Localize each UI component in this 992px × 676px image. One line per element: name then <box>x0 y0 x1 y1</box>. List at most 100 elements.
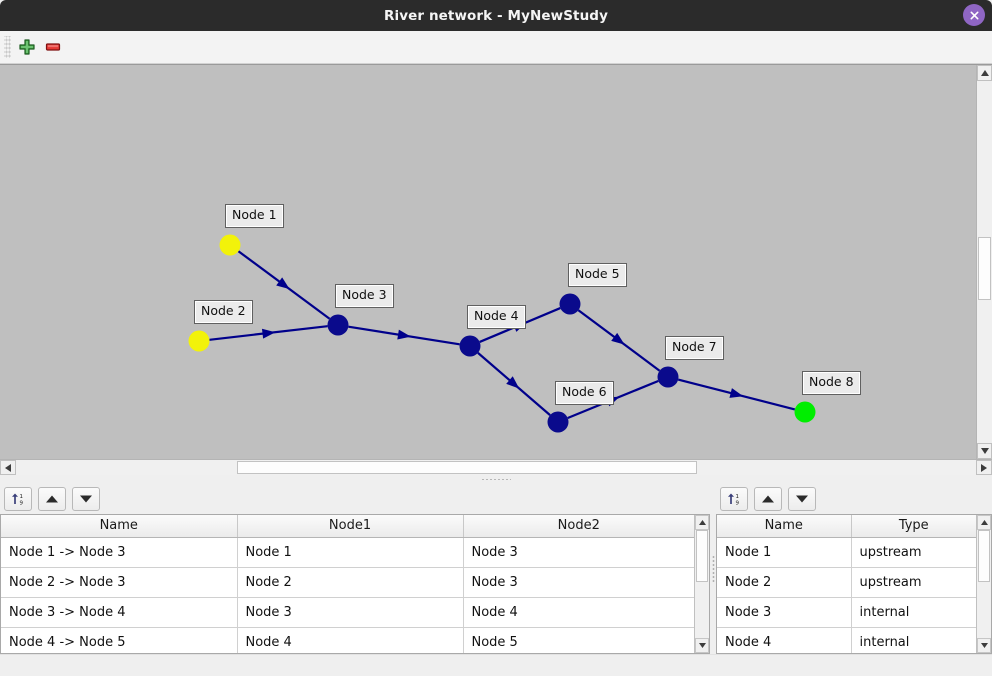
scroll-down-icon[interactable] <box>977 638 991 653</box>
reaches-move-down-button[interactable] <box>72 487 100 511</box>
table-cell[interactable]: Node 1 -> Node 3 <box>1 537 238 568</box>
graph-node-node-6[interactable] <box>547 411 569 433</box>
svg-text:9: 9 <box>736 501 740 507</box>
graph-node-label-node-8[interactable]: Node 8 <box>802 371 861 395</box>
graph-node-node-1[interactable] <box>219 234 241 256</box>
reaches-scroll-track[interactable] <box>695 530 709 638</box>
graph-node-node-2[interactable] <box>188 330 210 352</box>
reaches-sort-button[interactable]: 1 9 <box>4 487 32 511</box>
scroll-down-icon[interactable] <box>977 443 992 459</box>
graph-node-label-node-3[interactable]: Node 3 <box>335 284 394 308</box>
table-cell[interactable]: Node 4 -> Node 5 <box>1 627 238 653</box>
graph-node-node-4[interactable] <box>459 335 481 357</box>
horizontal-splitter[interactable] <box>0 475 992 484</box>
column-header-name[interactable]: Name <box>1 515 238 538</box>
table-cell[interactable]: Node 3 <box>463 537 694 568</box>
graph-node-label-node-4[interactable]: Node 4 <box>467 305 526 329</box>
table-cell[interactable]: Node 4 <box>717 627 852 653</box>
graph-node-label-node-2[interactable]: Node 2 <box>194 300 253 324</box>
reaches-move-up-button[interactable] <box>38 487 66 511</box>
nodes-sort-button[interactable]: 1 9 <box>720 487 748 511</box>
graph-node-label-node-1[interactable]: Node 1 <box>225 204 284 228</box>
table-cell[interactable]: upstream <box>851 567 976 598</box>
column-header-node1[interactable]: Node1 <box>237 515 464 538</box>
table-cell[interactable]: upstream <box>851 537 976 568</box>
scroll-right-icon[interactable] <box>976 460 992 475</box>
table-cell[interactable]: Node 4 <box>237 627 464 653</box>
graph-node-node-5[interactable] <box>559 293 581 315</box>
table-cell[interactable]: Node 1 <box>717 537 852 568</box>
graph-node-node-7[interactable] <box>657 366 679 388</box>
nodes-move-up-button[interactable] <box>754 487 782 511</box>
graph-node-label-node-5[interactable]: Node 5 <box>568 263 627 287</box>
reaches-table-scrollbar[interactable] <box>694 515 709 653</box>
graph-horizontal-scrollbar[interactable] <box>0 459 992 475</box>
table-cell[interactable]: Node 2 <box>237 567 464 598</box>
graph-hscroll-thumb[interactable] <box>237 461 697 474</box>
table-cell[interactable]: Node 3 <box>717 597 852 628</box>
graph-vscroll-track[interactable] <box>977 81 992 443</box>
vertical-splitter[interactable] <box>710 484 716 654</box>
graph-edge-arrow-icon <box>261 328 276 339</box>
nodes-table-scrollbar[interactable] <box>976 515 991 653</box>
scroll-up-icon[interactable] <box>977 65 992 81</box>
delete-node-button[interactable] <box>40 34 66 60</box>
graph-node-node-8[interactable] <box>794 401 816 423</box>
graph-hscroll-track[interactable] <box>16 460 976 475</box>
reaches-scroll-thumb[interactable] <box>696 530 708 582</box>
graph-edge-arrow-icon <box>506 376 520 389</box>
scroll-up-icon[interactable] <box>695 515 709 530</box>
table-cell[interactable]: Node 1 <box>237 537 464 568</box>
sort-ascending-icon: 1 9 <box>728 493 740 507</box>
nodes-scroll-thumb[interactable] <box>978 530 990 582</box>
table-cell[interactable]: Node 5 <box>463 627 694 653</box>
table-cell[interactable]: internal <box>851 597 976 628</box>
table-cell[interactable]: Node 4 <box>463 597 694 628</box>
close-icon[interactable] <box>963 4 985 26</box>
graph-node-label-node-7[interactable]: Node 7 <box>665 336 724 360</box>
svg-text:1: 1 <box>20 494 24 500</box>
column-header-name[interactable]: Name <box>717 515 852 538</box>
nodes-toolbar: 1 9 <box>716 484 992 514</box>
table-cell[interactable]: Node 2 -> Node 3 <box>1 567 238 598</box>
graph-nodes <box>188 234 816 433</box>
graph-vertical-scrollbar[interactable] <box>976 65 992 459</box>
scroll-up-icon[interactable] <box>977 515 991 530</box>
table-cell[interactable]: Node 3 -> Node 4 <box>1 597 238 628</box>
add-node-button[interactable] <box>14 34 40 60</box>
table-cell[interactable]: Node 2 <box>717 567 852 598</box>
table-cell[interactable]: internal <box>851 627 976 653</box>
column-header-node2[interactable]: Node2 <box>463 515 694 538</box>
column-header-type[interactable]: Type <box>851 515 976 538</box>
table-cell[interactable]: Node 3 <box>237 597 464 628</box>
network-graph-canvas[interactable]: Node 1 Node 2 Node 3 Node 4 Node 5 Node 6 Node… <box>0 65 976 459</box>
scroll-down-icon[interactable] <box>695 638 709 653</box>
red-minus-icon <box>45 43 61 51</box>
scroll-left-icon[interactable] <box>0 460 16 475</box>
arrow-up-icon <box>762 495 774 503</box>
graph-node-node-3[interactable] <box>327 314 349 336</box>
graph-vscroll-thumb[interactable] <box>978 237 991 300</box>
nodes-move-down-button[interactable] <box>788 487 816 511</box>
nodes-scroll-track[interactable] <box>977 530 991 638</box>
toolbar-drag-handle[interactable] <box>4 36 11 58</box>
table-cell[interactable]: Node 3 <box>463 567 694 598</box>
arrow-down-icon <box>80 495 92 503</box>
graph-node-label-node-6[interactable]: Node 6 <box>555 381 614 405</box>
